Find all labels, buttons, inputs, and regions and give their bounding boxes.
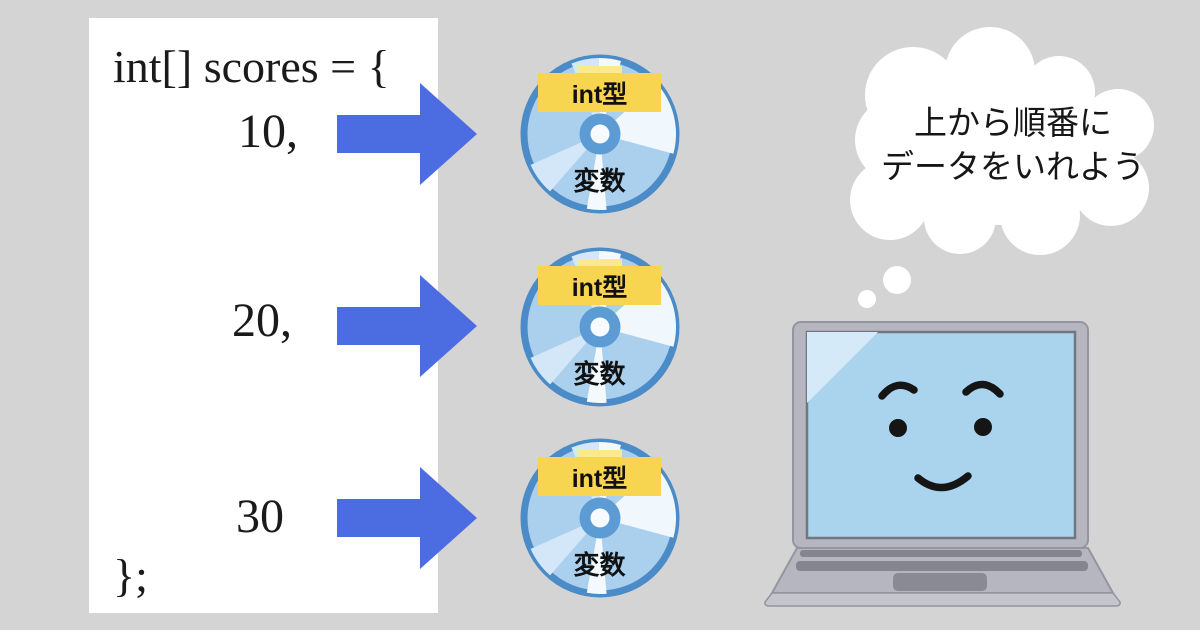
keyboard-row [796,561,1088,571]
type-tag: int型 [538,73,661,112]
thought-bubble [850,27,1154,308]
disc-hole [590,508,610,528]
bubble-line-2: データをいれよう [881,148,1145,185]
arrow-right-icon [337,275,477,377]
smile-mouth [914,472,972,492]
trackpad [893,573,987,591]
bubble-trail-dot-small [858,290,876,308]
bubble-trail-dot-large [883,266,911,294]
right-eyebrow [962,380,1004,398]
array-value-1: 10, [238,105,298,158]
laptop-screen [805,330,1077,540]
right-eye [974,418,992,436]
laptop-face [878,380,1004,492]
bubble-line-1: 上から順番に [914,104,1112,141]
left-eye [889,419,907,437]
type-tag: int型 [538,266,661,305]
code-footer: }; [113,550,148,601]
disc-hole [590,124,610,144]
arrow-right-icon [337,467,477,569]
array-value-2: 20, [232,294,292,347]
screen-shine [807,332,878,403]
variable-label: 変数 [573,359,626,389]
variable-label: 変数 [573,166,626,196]
type-tag: int型 [538,457,661,496]
bubble-text: 上から順番に データをいれよう [850,101,1176,189]
code-header: int[] scores = { [113,41,390,92]
keyboard-row [800,550,1082,557]
array-value-3: 30 [236,490,284,543]
laptop-icon [764,321,1121,607]
left-eyebrow [878,381,918,400]
variable-label: 変数 [573,550,626,580]
arrow-right-icon [337,83,477,185]
laptop-base-lip [764,592,1121,607]
disc-hole [590,317,610,337]
